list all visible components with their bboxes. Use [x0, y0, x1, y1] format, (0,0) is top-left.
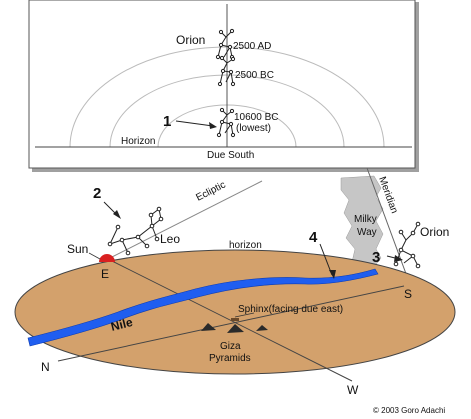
marker-3: 3: [372, 249, 380, 266]
giza-label-line2: Pyramids: [209, 353, 251, 364]
sun-label: Sun: [67, 242, 88, 256]
leo-label: Leo: [160, 232, 180, 246]
marker-4-arrow: [319, 243, 333, 276]
milky-way-label-line2: Way: [357, 227, 377, 238]
marker-2-arrowhead: [113, 210, 121, 219]
sun-pointer-line: [88, 252, 101, 260]
direction-south: S: [404, 287, 412, 301]
ecliptic-line: [109, 180, 263, 259]
nile-river: [27, 268, 379, 347]
marker-1-arrow: [175, 120, 214, 127]
due-south-label: Due South: [207, 150, 254, 161]
marker-2: 2: [93, 185, 101, 202]
sphinx-icon: [231, 318, 239, 321]
orion-label: Orion: [420, 225, 449, 239]
inset-panel: Orion 2500 AD 2500 BC 10600 BC (lowest) …: [28, 0, 419, 172]
direction-west: W: [347, 383, 359, 397]
milky-way-label-line1: Milky: [354, 214, 377, 225]
marker-4: 4: [309, 229, 318, 246]
giza-pyramids-icon: [201, 323, 268, 333]
nile-label: Nile: [109, 315, 134, 334]
copyright-notice: © 2003 Goro Adachi: [373, 406, 445, 415]
marker-1-arrowhead: [209, 122, 217, 129]
east-west-axis: [107, 258, 353, 382]
ecliptic-label: Ecliptic: [194, 179, 227, 203]
marker-1: 1: [163, 113, 171, 130]
marker-4-arrowhead: [329, 270, 336, 279]
orion-constellation-icon: [393, 221, 421, 269]
orion-2500bc-icon: [217, 55, 236, 87]
epoch-label-10600bc: 10600 BC: [234, 112, 278, 123]
horizon-label: horizon: [229, 240, 262, 251]
sphinx-pointer-line: [234, 312, 255, 318]
sun-icon: [99, 254, 115, 262]
meridian-line: [366, 167, 413, 291]
orion-2500ad-icon: [215, 28, 235, 60]
sphinx-label: Sphinx(facing due east): [238, 304, 343, 315]
giza-label-line1: Giza: [220, 341, 241, 352]
direction-east: E: [101, 267, 109, 281]
marker-3-arrowhead: [394, 255, 403, 262]
epoch-label-2500bc: 2500 BC: [235, 70, 274, 81]
epoch-note-lowest: (lowest): [236, 123, 271, 134]
inset-orion-label: Orion: [176, 33, 205, 47]
inset-horizon-label: Horizon: [121, 136, 155, 147]
direction-north: N: [41, 360, 50, 374]
leo-constellation-icon: [107, 206, 164, 256]
epoch-label-2500ad: 2500 AD: [233, 41, 271, 52]
orion-10600bc-icon: [216, 107, 236, 138]
north-south-axis: [57, 285, 405, 362]
